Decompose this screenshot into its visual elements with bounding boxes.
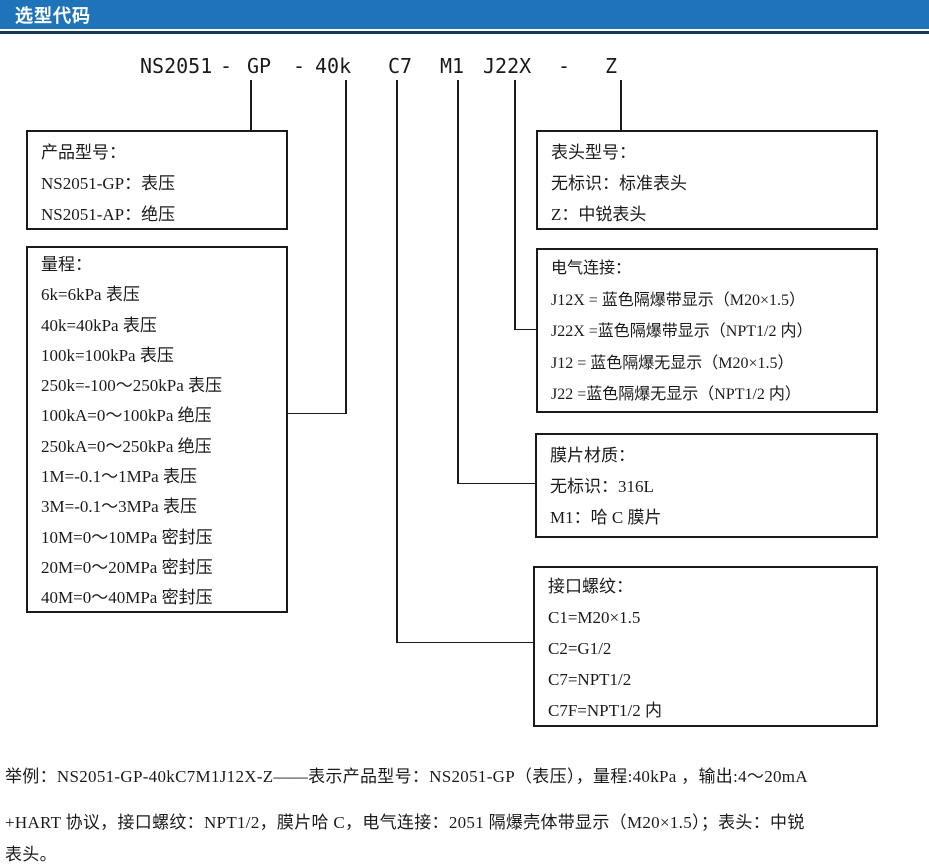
- box-line: C1=M20×1.5: [548, 608, 641, 627]
- example-text-line-2: +HART 协议，接口螺纹：NPT1/2，膜片哈 C，电气连接：2051 隔爆壳…: [5, 813, 805, 832]
- box-line: 无标识：316L: [550, 477, 654, 496]
- box-title: 量程：: [41, 255, 92, 274]
- box-range: 量程： 6k=6kPa 表压 40k=40kPa 表压 100k=100kPa …: [26, 246, 288, 613]
- header-rule: [0, 31, 929, 34]
- box-line: NS2051-GP：表压: [41, 174, 176, 193]
- box-line: C2=G1/2: [548, 639, 612, 658]
- box-line: 10M=0～10MPa 密封压: [41, 527, 213, 547]
- section-title: 选型代码: [15, 5, 91, 26]
- box-title: 电气连接：: [551, 260, 632, 277]
- connector-c7-vertical: [396, 80, 398, 643]
- box-line: 100k=100kPa 表压: [41, 345, 174, 365]
- connector-40k-horizontal: [287, 412, 346, 414]
- code-separator-2: -: [293, 54, 306, 78]
- example-text-line-1: 举例：NS2051-GP-40kC7M1J12X-Z——表示产品型号：NS205…: [5, 767, 808, 786]
- box-line: J12X = 蓝色隔爆带显示（M20×1.5）: [551, 291, 806, 309]
- example-text-line-3: 表头。: [5, 845, 57, 864]
- box-line: 3M=-0.1～3MPa 表压: [41, 497, 197, 517]
- box-port-thread: 接口螺纹： C1=M20×1.5 C2=G1/2 C7=NPT1/2 C7F=N…: [533, 566, 878, 727]
- box-title: 接口螺纹：: [548, 577, 633, 596]
- connector-c7-horizontal: [396, 641, 534, 643]
- code-segment-m1: M1: [440, 54, 465, 78]
- connector-j22x-horizontal: [514, 328, 538, 330]
- code-segment-c7: C7: [388, 54, 413, 78]
- box-diaphragm-material: 膜片材质： 无标识：316L M1：哈 C 膜片: [535, 433, 878, 538]
- box-line: 1M=-0.1～1MPa 表压: [41, 467, 197, 487]
- box-line: 100kA=0～100kPa 绝压: [41, 406, 212, 426]
- box-line: J22 =蓝色隔爆无显示（NPT1/2 内）: [551, 386, 801, 403]
- box-title: 膜片材质：: [550, 446, 635, 465]
- connector-40k-vertical: [345, 80, 347, 414]
- code-segment-j22x: J22X: [483, 54, 532, 78]
- box-electrical-connection: 电气连接： J12X = 蓝色隔爆带显示（M20×1.5） J22X =蓝色隔爆…: [536, 248, 878, 413]
- section-header: 选型代码: [0, 0, 929, 29]
- connector-m1-vertical: [457, 80, 459, 484]
- box-title: 表头型号：: [551, 143, 636, 162]
- box-line: Z：中锐表头: [551, 205, 647, 224]
- box-line: 无标识：标准表头: [551, 174, 687, 193]
- code-segment-model: NS2051: [140, 54, 213, 78]
- box-line: 250k=-100～250kPa 表压: [41, 376, 222, 396]
- code-segment-gp: GP: [247, 54, 272, 78]
- code-segment-z: Z: [605, 54, 618, 78]
- box-product-model: 产品型号： NS2051-GP：表压 NS2051-AP：绝压: [26, 130, 288, 230]
- code-separator-1: -: [220, 54, 233, 78]
- box-line: 40M=0～40MPa 密封压: [41, 588, 213, 608]
- box-line: C7=NPT1/2: [548, 670, 632, 689]
- box-display-head: 表头型号： 无标识：标准表头 Z：中锐表头: [536, 130, 878, 230]
- box-line: C7F=NPT1/2 内: [548, 701, 662, 720]
- connector-m1-horizontal: [457, 482, 536, 484]
- box-line: 250kA=0～250kPa 绝压: [41, 436, 212, 456]
- box-line: J12 = 蓝色隔爆无显示（M20×1.5）: [551, 354, 794, 372]
- box-line: 6k=6kPa 表压: [41, 285, 140, 305]
- code-separator-3: -: [558, 54, 571, 78]
- box-line: J22X =蓝色隔爆带显示（NPT1/2 内）: [551, 323, 813, 340]
- connector-j22x-vertical: [514, 80, 516, 330]
- box-line: 20M=0～20MPa 密封压: [41, 557, 213, 577]
- box-line: M1：哈 C 膜片: [550, 508, 662, 527]
- connector-gp-vertical: [250, 80, 252, 131]
- box-title: 产品型号：: [41, 143, 126, 162]
- connector-z-vertical: [620, 80, 622, 131]
- code-segment-40k: 40k: [315, 54, 352, 78]
- box-line: NS2051-AP：绝压: [41, 205, 176, 224]
- box-line: 40k=40kPa 表压: [41, 315, 157, 335]
